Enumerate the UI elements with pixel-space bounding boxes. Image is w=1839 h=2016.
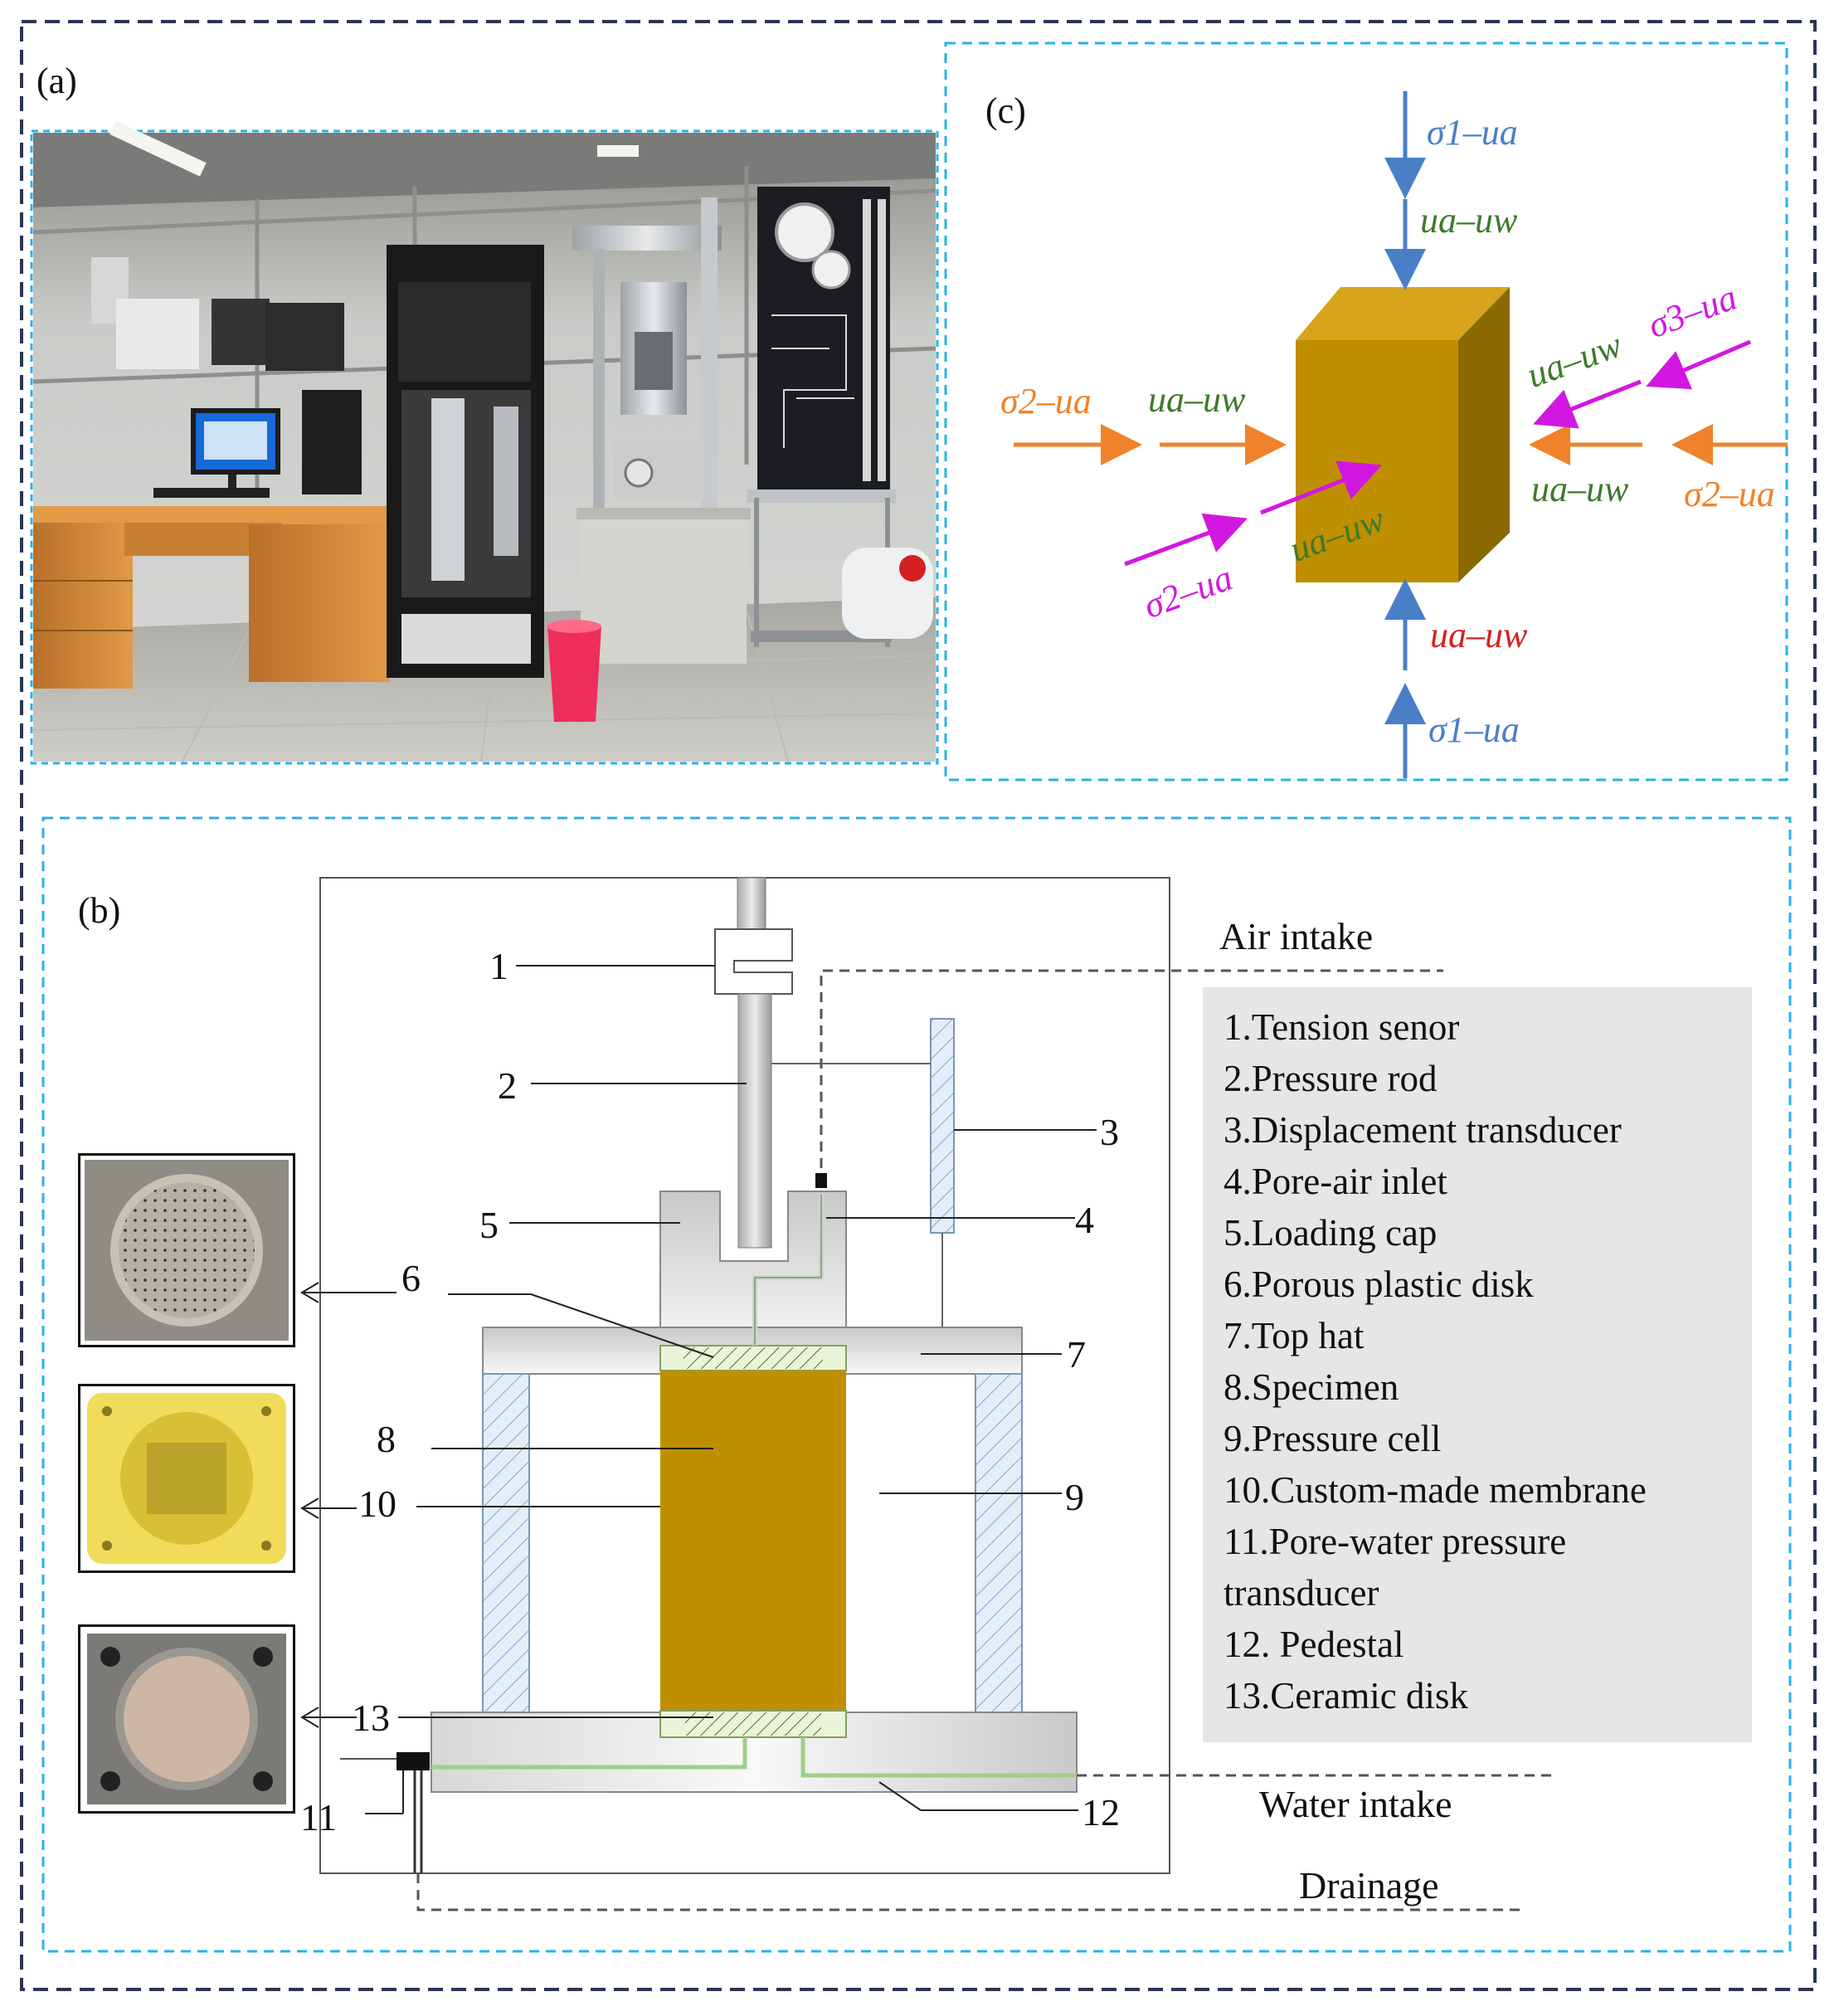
- photo-membrane: [78, 1384, 295, 1573]
- pressure-rod: [737, 993, 772, 1249]
- component-number-12: 12: [1082, 1791, 1120, 1833]
- legend-box: [1203, 987, 1752, 1742]
- component-number-4: 4: [1075, 1199, 1094, 1241]
- displacement-transducer: [930, 1018, 955, 1234]
- panel-label-a: (a): [36, 61, 77, 101]
- cell-wall-right: [975, 1373, 1023, 1713]
- component-number-8: 8: [377, 1418, 396, 1460]
- panel-label-c: (c): [985, 90, 1026, 131]
- label-left-total: σ2–ua: [1000, 381, 1092, 421]
- schematic-frame-b: [41, 816, 1792, 1953]
- label-top-total: σ1–ua: [1427, 112, 1518, 153]
- label-left-suction: ua–uw: [1148, 379, 1246, 420]
- label-top-suction: ua–uw: [1420, 200, 1518, 241]
- specimen: [660, 1371, 846, 1711]
- legend-item-10: 10.Custom-made membrane: [1224, 1469, 1647, 1511]
- outer-frame: [20, 20, 1817, 1991]
- component-number-7: 7: [1067, 1333, 1086, 1376]
- photo-ceramic-disk: [78, 1624, 295, 1814]
- legend-item-4: 4.Pore-air inlet: [1224, 1161, 1447, 1202]
- air-intake-label: Air intake: [1219, 915, 1374, 957]
- photo-frame-a: [30, 129, 939, 765]
- label-right-total: σ2–ua: [1684, 474, 1775, 514]
- photo-content: [32, 120, 937, 762]
- legend-item-13: 13.Ceramic disk: [1224, 1675, 1468, 1717]
- label-bottom-suction: ua–uw: [1430, 615, 1528, 655]
- legend-item-12: 12. Pedestal: [1224, 1624, 1404, 1665]
- legend-item-6: 6.Porous plastic disk: [1224, 1264, 1534, 1305]
- component-number-6: 6: [401, 1257, 421, 1299]
- specimen-cube-top: [1296, 287, 1510, 340]
- legend-item-7: 7.Top hat: [1224, 1315, 1365, 1356]
- pore-water-transducer: [397, 1752, 430, 1770]
- photo-porous-disk: [78, 1153, 295, 1347]
- legend-item-8: 8.Specimen: [1224, 1366, 1399, 1408]
- component-number-3: 3: [1100, 1111, 1119, 1153]
- component-number-13: 13: [352, 1697, 390, 1739]
- tension-sensor: [714, 928, 793, 995]
- cell-wall-left: [482, 1373, 530, 1713]
- drainage-label: Drainage: [1299, 1864, 1439, 1906]
- specimen-cube-side: [1458, 287, 1510, 582]
- legend-item-9: 9.Pressure cell: [1224, 1418, 1442, 1459]
- legend-item-5: 5.Loading cap: [1224, 1212, 1438, 1254]
- diagram-frame-c: [944, 41, 1788, 782]
- component-number-1: 1: [489, 945, 508, 987]
- legend-item-1: 1.Tension senor: [1224, 1006, 1460, 1048]
- legend-item-11-cont: transducer: [1224, 1572, 1379, 1614]
- label-right-suction-lower: ua–uw: [1531, 469, 1629, 509]
- legend-item-3: 3.Displacement transducer: [1224, 1109, 1622, 1151]
- label-bottom-total: σ1–ua: [1428, 709, 1520, 750]
- panel-label-b: (b): [78, 890, 121, 931]
- component-number-2: 2: [498, 1064, 517, 1107]
- water-intake-label: Water intake: [1259, 1783, 1452, 1825]
- component-number-10: 10: [358, 1483, 397, 1525]
- legend-item-11: 11.Pore-water pressure: [1224, 1521, 1567, 1562]
- component-number-11: 11: [300, 1796, 338, 1838]
- component-number-9: 9: [1065, 1476, 1084, 1518]
- component-number-5: 5: [479, 1204, 499, 1246]
- legend-item-2: 2.Pressure rod: [1224, 1058, 1438, 1099]
